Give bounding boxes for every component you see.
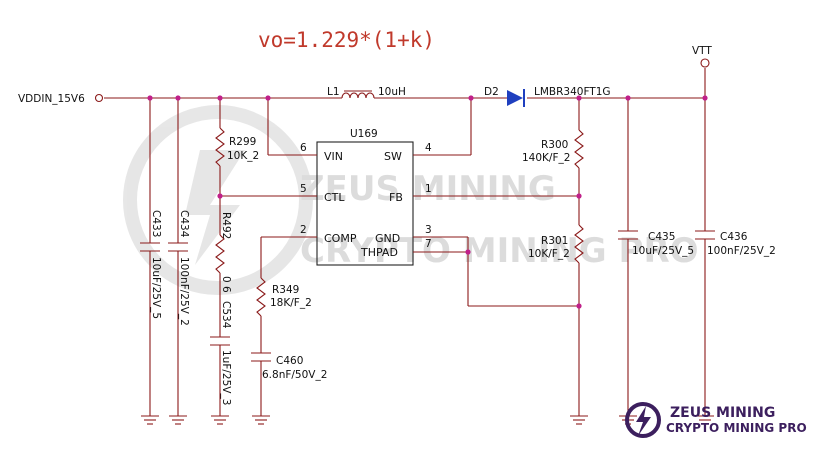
- capacitor-c433: C433 10uF/25V_5: [140, 98, 162, 416]
- ic-pin-num-comp: 2: [300, 224, 307, 236]
- c436-ref: C436: [720, 231, 748, 243]
- ic-pin-fb: FB: [389, 191, 403, 204]
- diode-d2: D2 LMBR340FT1G: [484, 86, 611, 107]
- junctions: [147, 95, 708, 309]
- ground-icon: [570, 415, 588, 425]
- diode-ref: D2: [484, 86, 499, 98]
- c435-value: 10uF/25V_5: [632, 245, 694, 257]
- logo-line2: CRYPTO MINING PRO: [666, 421, 807, 435]
- inductor-l1: L1 10uH: [327, 86, 406, 99]
- r301-value: 10K/F_2: [528, 248, 570, 260]
- watermark-line1: ZEUS MINING: [300, 169, 556, 209]
- ic-pin-num-gnd: 3: [425, 224, 432, 236]
- ic-pin-num-sw: 4: [425, 142, 432, 154]
- capacitor-c436: C436 100nF/25V_2: [695, 98, 776, 416]
- ground-icon: [211, 415, 229, 425]
- ground-icon: [169, 415, 187, 425]
- c534-ref: C534: [220, 301, 232, 329]
- ic-pin-num-vin: 6: [300, 142, 307, 154]
- diode-value: LMBR340FT1G: [534, 86, 611, 98]
- capacitor-c434: C434 100nF/25V_2: [168, 98, 190, 416]
- vtt-output: VTT: [692, 45, 712, 98]
- ic-u169: U169 6 5 2 VIN CTL COMP 4 1 3 7 SW FB GN…: [220, 128, 579, 266]
- ic-pin-num-ctl: 5: [300, 183, 307, 195]
- c460-value: 6.8nF/50V_2: [262, 369, 327, 381]
- r349-ref: R349: [272, 284, 299, 296]
- zeus-mining-logo: ZEUS MINING CRYPTO MINING PRO: [625, 402, 807, 438]
- capacitor-c460: C460 6.8nF/50V_2: [251, 352, 327, 416]
- ic-pin-vin: VIN: [324, 150, 343, 163]
- vin-net-label: VDDIN_15V6: [18, 93, 85, 105]
- capacitor-c534: C534 1uF/25V_3: [210, 301, 232, 416]
- watermark-line2: CRYPTO MINING PRO: [300, 231, 699, 271]
- logo-line1: ZEUS MINING: [670, 405, 775, 421]
- lightning-icon: [636, 406, 651, 436]
- c534-value: 1uF/25V_3: [220, 350, 232, 405]
- c460-ref: C460: [276, 355, 303, 367]
- inductor-value: 10uH: [378, 86, 406, 98]
- resistor-r300: R300 140K/F_2: [522, 98, 584, 196]
- inductor-ref: L1: [327, 86, 340, 98]
- r349-value: 18K/F_2: [270, 297, 312, 309]
- c435-ref: C435: [648, 231, 675, 243]
- ground-icon: [252, 415, 270, 425]
- vtt-net-label: VTT: [692, 45, 712, 57]
- ic-pin-sw: SW: [384, 150, 402, 163]
- resistor-r492: R492 0 6: [215, 196, 232, 337]
- ic-pin-ctl: CTL: [324, 191, 345, 204]
- ic-pin-num-thpad: 7: [425, 238, 432, 250]
- c433-value: 10uF/25V_5: [150, 257, 162, 319]
- capacitor-c435: C435 10uF/25V_5: [618, 98, 694, 416]
- ground-icon: [696, 415, 714, 425]
- ic-ref: U169: [350, 128, 378, 140]
- resistor-r299: R299 10K_2: [215, 98, 259, 196]
- c434-value: 100nF/25V_2: [178, 257, 190, 326]
- r492-ref: R492: [220, 212, 232, 239]
- r300-value: 140K/F_2: [522, 152, 570, 164]
- ic-pin-num-fb: 1: [425, 183, 432, 195]
- ic-pin-comp: COMP: [324, 232, 357, 245]
- c434-ref: C434: [178, 210, 190, 238]
- vin-terminal: [94, 93, 104, 103]
- ground-icon: [141, 415, 159, 425]
- resistor-r349: R349 18K/F_2: [256, 237, 312, 353]
- c436-value: 100nF/25V_2: [707, 245, 776, 257]
- ic-pin-gnd: GND: [375, 232, 400, 245]
- r492-value: 0 6: [220, 276, 232, 293]
- resistor-r301: R301 10K/F_2: [528, 196, 584, 416]
- r299-value: 10K_2: [227, 150, 259, 162]
- r300-ref: R300: [541, 139, 568, 151]
- watermark: ZEUS MINING CRYPTO MINING PRO: [123, 105, 699, 295]
- ic-pin-thpad: THPAD: [360, 246, 398, 259]
- r301-ref: R301: [541, 235, 568, 247]
- formula-text: vo=1.229*(1+k): [258, 28, 435, 52]
- r299-ref: R299: [229, 136, 256, 148]
- c433-ref: C433: [150, 210, 162, 237]
